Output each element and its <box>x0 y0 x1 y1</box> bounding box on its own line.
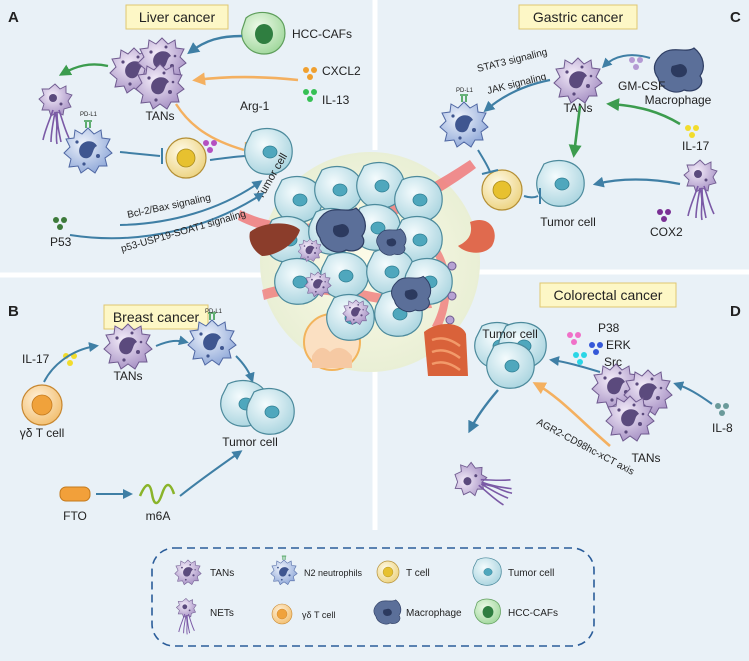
svg-text:Breast cancer: Breast cancer <box>113 309 200 325</box>
label-gd-tcell-b: γδ T cell <box>20 426 64 440</box>
label-fto: FTO <box>63 509 87 523</box>
label-p38: P38 <box>598 321 620 335</box>
label-pdl1-c: PD-L1 <box>456 88 474 94</box>
title-colorectal: Colorectal cancer <box>539 282 677 308</box>
legend-tumor: Tumor cell <box>508 568 554 579</box>
caf-cell <box>241 11 286 55</box>
panel-d: Tumor cell P38 ERK Src TANs IL-8 AGR2-CD… <box>448 321 733 511</box>
stomach-icon <box>458 220 495 253</box>
label-pdl1-b: PD-L1 <box>205 309 223 315</box>
label-il17-c: IL-17 <box>682 139 710 153</box>
label-tans-b: TANs <box>113 369 142 383</box>
fto-shape <box>59 486 91 502</box>
label-gmcsf: GM-CSF <box>618 79 665 93</box>
label-erk: ERK <box>606 338 631 352</box>
label-pdl1-a: PD-L1 <box>80 112 98 118</box>
title-breast: Breast cancer <box>103 304 209 330</box>
legend-tcell: T cell <box>406 568 430 579</box>
title-gastric: Gastric cancer <box>518 4 638 30</box>
panel-letter-b: B <box>8 303 19 320</box>
label-tumor-d: Tumor cell <box>482 327 538 341</box>
central-tumor-mass <box>238 152 480 372</box>
label-macrophage-c: Macrophage <box>645 93 712 107</box>
svg-text:Colorectal cancer: Colorectal cancer <box>554 287 663 303</box>
intestine-icon <box>424 323 468 376</box>
legend-tans: TANs <box>210 568 234 579</box>
tans-cluster-d <box>591 363 673 442</box>
legend-n2: N2 neutrophils <box>304 568 363 578</box>
t-cell-a <box>165 137 207 179</box>
legend-macro: Macrophage <box>406 608 462 619</box>
label-cxcl2: CXCL2 <box>322 64 361 78</box>
panel-letter-c: C <box>730 9 741 26</box>
legend-nets: NETs <box>210 608 234 619</box>
label-hcc-cafs: HCC-CAFs <box>292 27 352 41</box>
label-tumor-c: Tumor cell <box>540 215 596 229</box>
label-tans-d: TANs <box>631 451 660 465</box>
label-tumor-b: Tumor cell <box>222 435 278 449</box>
panel-c: TANs Macrophage GM-CSF STAT3 signaling J… <box>439 47 718 239</box>
liver-icon <box>249 223 300 256</box>
n2-cell-a <box>63 120 113 174</box>
label-il17-b: IL-17 <box>22 352 50 366</box>
label-tans-a: TANs <box>145 109 174 123</box>
label-il8: IL-8 <box>712 421 733 435</box>
label-m6a: m6A <box>146 509 171 523</box>
svg-text:Liver cancer: Liver cancer <box>139 9 216 25</box>
svg-text:Gastric cancer: Gastric cancer <box>533 9 624 25</box>
legend: TANs N2 neutrophils T cell Tumor cell NE… <box>151 547 595 647</box>
label-p53: P53 <box>50 235 72 249</box>
panel-letter-d: D <box>730 303 741 320</box>
label-arg1: Arg-1 <box>240 99 270 113</box>
title-liver: Liver cancer <box>125 4 229 30</box>
panel-b: TANs PD-L1 Tumor cell IL-17 γδ T cell FT… <box>20 309 295 523</box>
label-tans-c: TANs <box>563 101 592 115</box>
panel-letter-a: A <box>8 9 19 26</box>
m6a-wave <box>138 483 176 505</box>
legend-caf: HCC-CAFs <box>508 608 558 619</box>
label-jak: JAK signaling <box>486 72 547 97</box>
label-cox2: COX2 <box>650 225 683 239</box>
label-stat3: STAT3 signaling <box>476 47 548 75</box>
nets-icon-a <box>38 83 73 145</box>
label-bcl-signaling: Bcl-2/Bax signaling <box>126 192 211 220</box>
legend-gd: γδ T cell <box>302 610 335 620</box>
label-il13: IL-13 <box>322 93 350 107</box>
tans-cluster-a <box>109 37 187 110</box>
tumor-cell-a <box>244 127 293 175</box>
